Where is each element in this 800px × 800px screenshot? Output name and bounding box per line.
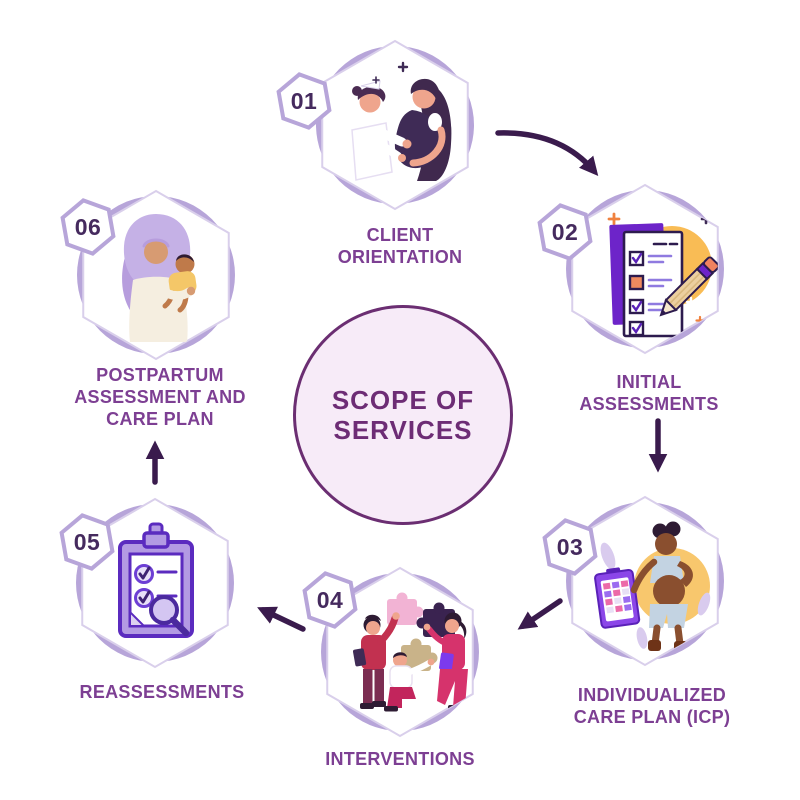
step-number: 04: [316, 586, 344, 613]
nurse-examining-pregnant-woman-illustration: [316, 39, 474, 211]
step-label-initial-assessments: INITIAL ASSESSMENTS: [579, 372, 719, 414]
node-04-interventions: 04: [302, 557, 495, 747]
badge-hexagon: [60, 198, 116, 256]
node-05-reassessments: 05: [59, 488, 250, 678]
step-number: 05: [73, 528, 101, 555]
node-01-client-orientation: 01: [276, 30, 490, 220]
badge-hexagon: [537, 203, 593, 261]
step-number-badge: 01: [273, 70, 335, 132]
arrow-04-to-05: [257, 606, 306, 632]
center-title: SCOPE OF SERVICES: [331, 385, 475, 445]
checklist-and-pencil-illustration: [566, 183, 724, 355]
node-03-individualized-care-plan: 03: [542, 486, 740, 676]
center-circle: SCOPE OF SERVICES: [293, 305, 513, 525]
step-label-postpartum-assessment: POSTPARTUM ASSESSMENT AND CARE PLAN: [74, 365, 246, 429]
badge-hexagon: [302, 571, 358, 629]
badge-hexagon: [542, 518, 598, 576]
step-label-individualized-care-plan: INDIVIDUALIZED CARE PLAN (ICP): [573, 685, 731, 727]
step-label-reassessments: REASSESSMENTS: [79, 682, 245, 702]
badge-hexagon: [276, 72, 332, 130]
node-06-postpartum-assessment: 06: [60, 180, 251, 370]
step-number-badge: 06: [57, 196, 119, 258]
node-02-initial-assessments: 02: [537, 174, 740, 364]
step-number: 03: [556, 533, 584, 560]
clipboard-checklist-with-magnifying-glass-illustration: [76, 497, 234, 669]
arrow-03-to-04: [517, 598, 563, 630]
pregnant-woman-with-care-plan-calendar-illustration: [566, 495, 724, 667]
step-number-badge: 05: [56, 511, 118, 573]
arrow-01-to-02: [495, 130, 599, 176]
step-label-interventions: INTERVENTIONS: [325, 749, 475, 769]
badge-hexagon: [59, 513, 115, 571]
step-number-badge: 03: [539, 516, 601, 578]
step-number: 01: [290, 87, 318, 114]
team-connecting-puzzle-pieces-illustration: [321, 566, 479, 738]
step-number-badge: 04: [299, 569, 361, 631]
step-number-badge: 02: [534, 201, 596, 263]
step-number: 02: [551, 218, 579, 245]
step-label-client-orientation: CLIENT ORIENTATION: [337, 225, 463, 267]
step-number: 06: [74, 213, 102, 240]
mother-holding-baby-illustration: [77, 189, 235, 361]
